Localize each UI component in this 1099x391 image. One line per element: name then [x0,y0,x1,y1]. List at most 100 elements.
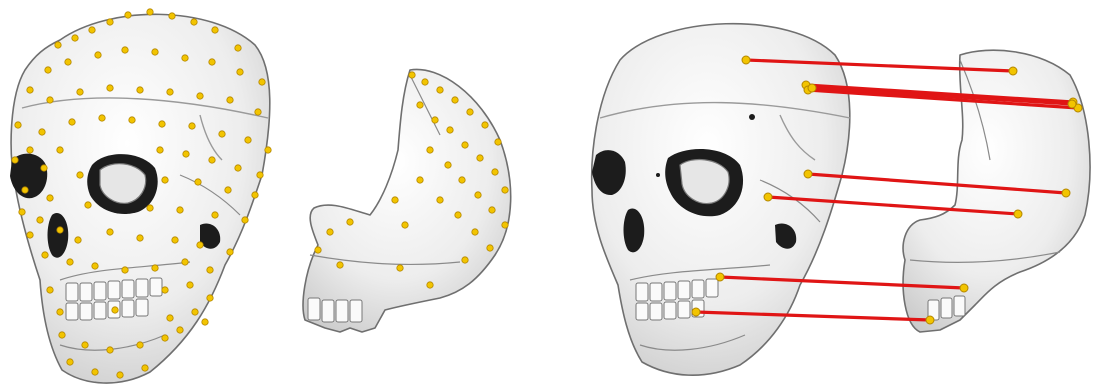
landmark-point-skull [57,147,63,153]
landmark-point-fragment [397,265,403,271]
landmark-point-skull [107,347,113,353]
landmark-point-skull [242,217,248,223]
landmark-point-fragment [492,169,498,175]
landmark-point-fragment [347,219,353,225]
landmark-point-skull [15,122,21,128]
landmark-point-skull [137,342,143,348]
landmark-point-skull [77,172,83,178]
landmark-point-fragment [477,155,483,161]
landmark-point-fragment [452,97,458,103]
landmark-point-skull [22,187,28,193]
landmark-point-skull [107,85,113,91]
landmark-point-skull [59,332,65,338]
landmark-point-skull [197,242,203,248]
landmark-point-skull [252,192,258,198]
landmark-point-skull [12,157,18,163]
landmark-point-skull [37,217,43,223]
landmark-point-fragment [392,197,398,203]
landmark-point-skull [55,42,61,48]
landmark-point-skull [39,129,45,135]
landmark-point-skull [219,131,225,137]
landmark-point-skull [67,359,73,365]
landmark-point-fragment [462,142,468,148]
landmark-point-skull [195,179,201,185]
landmark-point-skull [257,172,263,178]
landmark-point-skull [265,147,271,153]
landmark-point-skull [129,117,135,123]
teeth-upper-left [66,278,162,320]
landmark-point-fragment [455,212,461,218]
landmark-point-fragment [502,187,508,193]
landmark-point-fragment [475,192,481,198]
landmark-point-skull [92,263,98,269]
landmark-point-fragment [467,109,473,115]
landmark-point-fragment [427,147,433,153]
landmark-point-skull [225,187,231,193]
landmark-point-skull [41,165,47,171]
landmark-point-skull [162,177,168,183]
landmark-point-skull [227,249,233,255]
landmark-point-skull [167,89,173,95]
correspondence-endpoint [960,284,968,292]
landmark-point-skull [147,9,153,15]
landmark-point-skull [99,115,105,121]
landmark-point-skull [183,151,189,157]
landmark-point-fragment [487,245,493,251]
landmark-point-skull [92,369,98,375]
landmark-point-fragment [327,229,333,235]
correspondence-endpoint [1009,67,1017,75]
landmark-point-skull [177,207,183,213]
landmark-point-skull [169,13,175,19]
landmark-point-skull [152,49,158,55]
landmark-point-skull [235,45,241,51]
landmark-point-skull [152,265,158,271]
landmark-point-fragment [417,177,423,183]
landmark-point-fragment [445,162,451,168]
landmark-point-fragment [402,222,408,228]
left-panel [10,9,511,383]
landmark-point-skull [42,252,48,258]
landmark-point-skull [172,237,178,243]
landmark-point-skull [65,59,71,65]
landmark-point-skull [189,123,195,129]
landmark-point-skull [45,67,51,73]
landmark-point-skull [235,165,241,171]
landmark-point-skull [27,87,33,93]
teeth-fragment-right [928,296,965,320]
correspondence-endpoint [692,308,700,316]
landmark-point-fragment [472,229,478,235]
landmark-point-skull [159,121,165,127]
landmark-point-fragment [427,282,433,288]
landmark-point-skull [202,319,208,325]
correspondence-endpoint [764,193,772,201]
landmark-point-fragment [482,122,488,128]
landmark-point-fragment [459,177,465,183]
landmark-point-skull [27,232,33,238]
landmark-point-skull [209,157,215,163]
correspondence-endpoint [804,170,812,178]
landmark-point-skull [207,295,213,301]
right-panel [592,24,1090,376]
landmark-point-fragment [337,262,343,268]
landmark-point-skull [147,205,153,211]
landmark-point-skull [207,267,213,273]
landmark-point-skull [112,307,118,313]
correspondence-endpoint [808,84,816,92]
landmark-point-fragment [495,139,501,145]
landmark-point-fragment [462,257,468,263]
landmark-point-skull [89,27,95,33]
landmark-point-skull [122,47,128,53]
landmark-point-fragment [437,197,443,203]
landmark-point-fragment [489,207,495,213]
landmark-point-skull [47,195,53,201]
landmark-point-skull [255,109,261,115]
landmark-point-skull [167,315,173,321]
landmark-point-skull [142,365,148,371]
landmark-point-skull [157,147,163,153]
landmark-point-skull [47,97,53,103]
landmark-point-skull [182,55,188,61]
landmark-point-skull [237,69,243,75]
landmark-point-fragment [502,222,508,228]
landmark-point-skull [212,212,218,218]
